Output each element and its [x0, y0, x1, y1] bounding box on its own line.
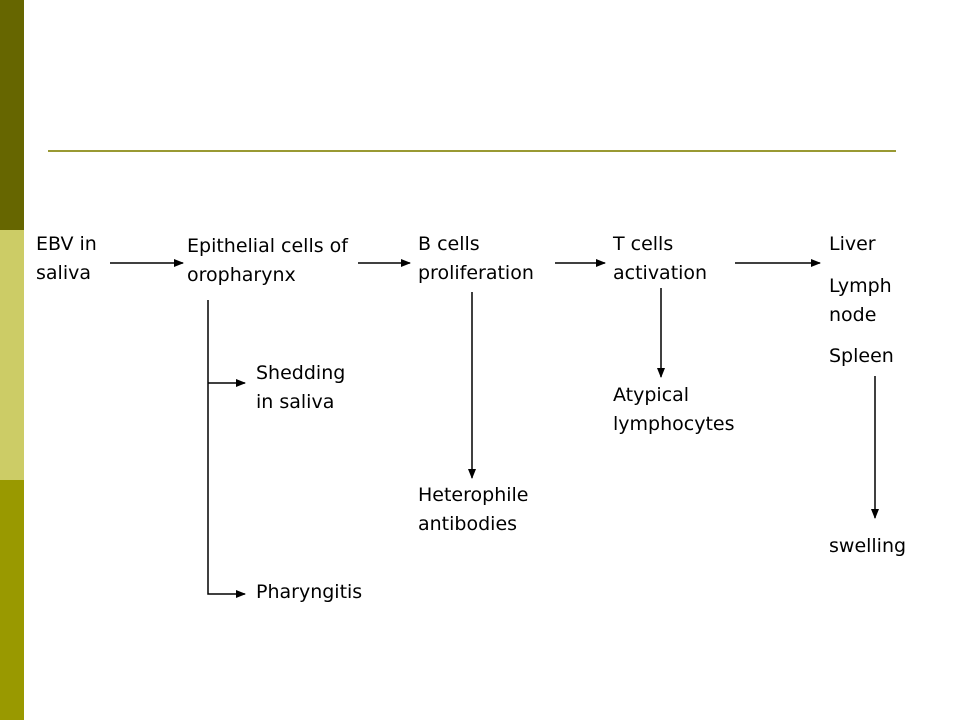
node-atypical-line2: lymphocytes — [613, 413, 735, 435]
accent-band-middle — [0, 230, 24, 480]
accent-band-bottom — [0, 480, 24, 720]
node-atypical-line1: Atypical — [613, 384, 690, 406]
node-atypical-lymphocytes: Atypical lymphocytes — [613, 381, 735, 439]
organ-lymph-line1: Lymph — [829, 275, 892, 297]
node-epithelial-line1: Epithelial cells of — [187, 235, 348, 257]
node-swelling-line1: swelling — [829, 535, 907, 557]
node-epithelial-line2: oropharynx — [187, 264, 296, 286]
node-shedding-line1: Shedding — [256, 362, 346, 384]
node-shedding-line2: in saliva — [256, 391, 335, 413]
accent-band-top — [0, 0, 24, 230]
organ-lymph-line2: node — [829, 304, 877, 326]
node-pharyngitis: Pharyngitis — [256, 578, 362, 607]
node-shedding: Shedding in saliva — [256, 359, 345, 417]
node-bcells-line1: B cells — [418, 233, 480, 255]
connector-epithelial-down — [207, 300, 246, 598]
organ-liver: Liver — [829, 233, 876, 255]
node-organs: Liver Lymph node Spleen — [829, 230, 894, 371]
node-epithelial-cells: Epithelial cells of oropharynx — [187, 232, 348, 290]
node-ebv-in-saliva: EBV in saliva — [36, 230, 97, 288]
node-ebv-line1: EBV in — [36, 233, 97, 255]
node-b-cells: B cells proliferation — [418, 230, 534, 288]
node-pharyngitis-line1: Pharyngitis — [256, 581, 363, 603]
node-t-cells: T cells activation — [613, 230, 707, 288]
node-bcells-line2: proliferation — [418, 262, 534, 284]
node-heterophile-line1: Heterophile — [418, 484, 529, 506]
node-heterophile-line2: antibodies — [418, 513, 518, 535]
node-tcells-line1: T cells — [613, 233, 674, 255]
node-ebv-line2: saliva — [36, 262, 91, 284]
node-swelling: swelling — [829, 532, 906, 561]
node-heterophile-antibodies: Heterophile antibodies — [418, 481, 528, 539]
title-rule — [48, 150, 896, 152]
node-tcells-line2: activation — [613, 262, 708, 284]
organ-spleen: Spleen — [829, 345, 894, 367]
